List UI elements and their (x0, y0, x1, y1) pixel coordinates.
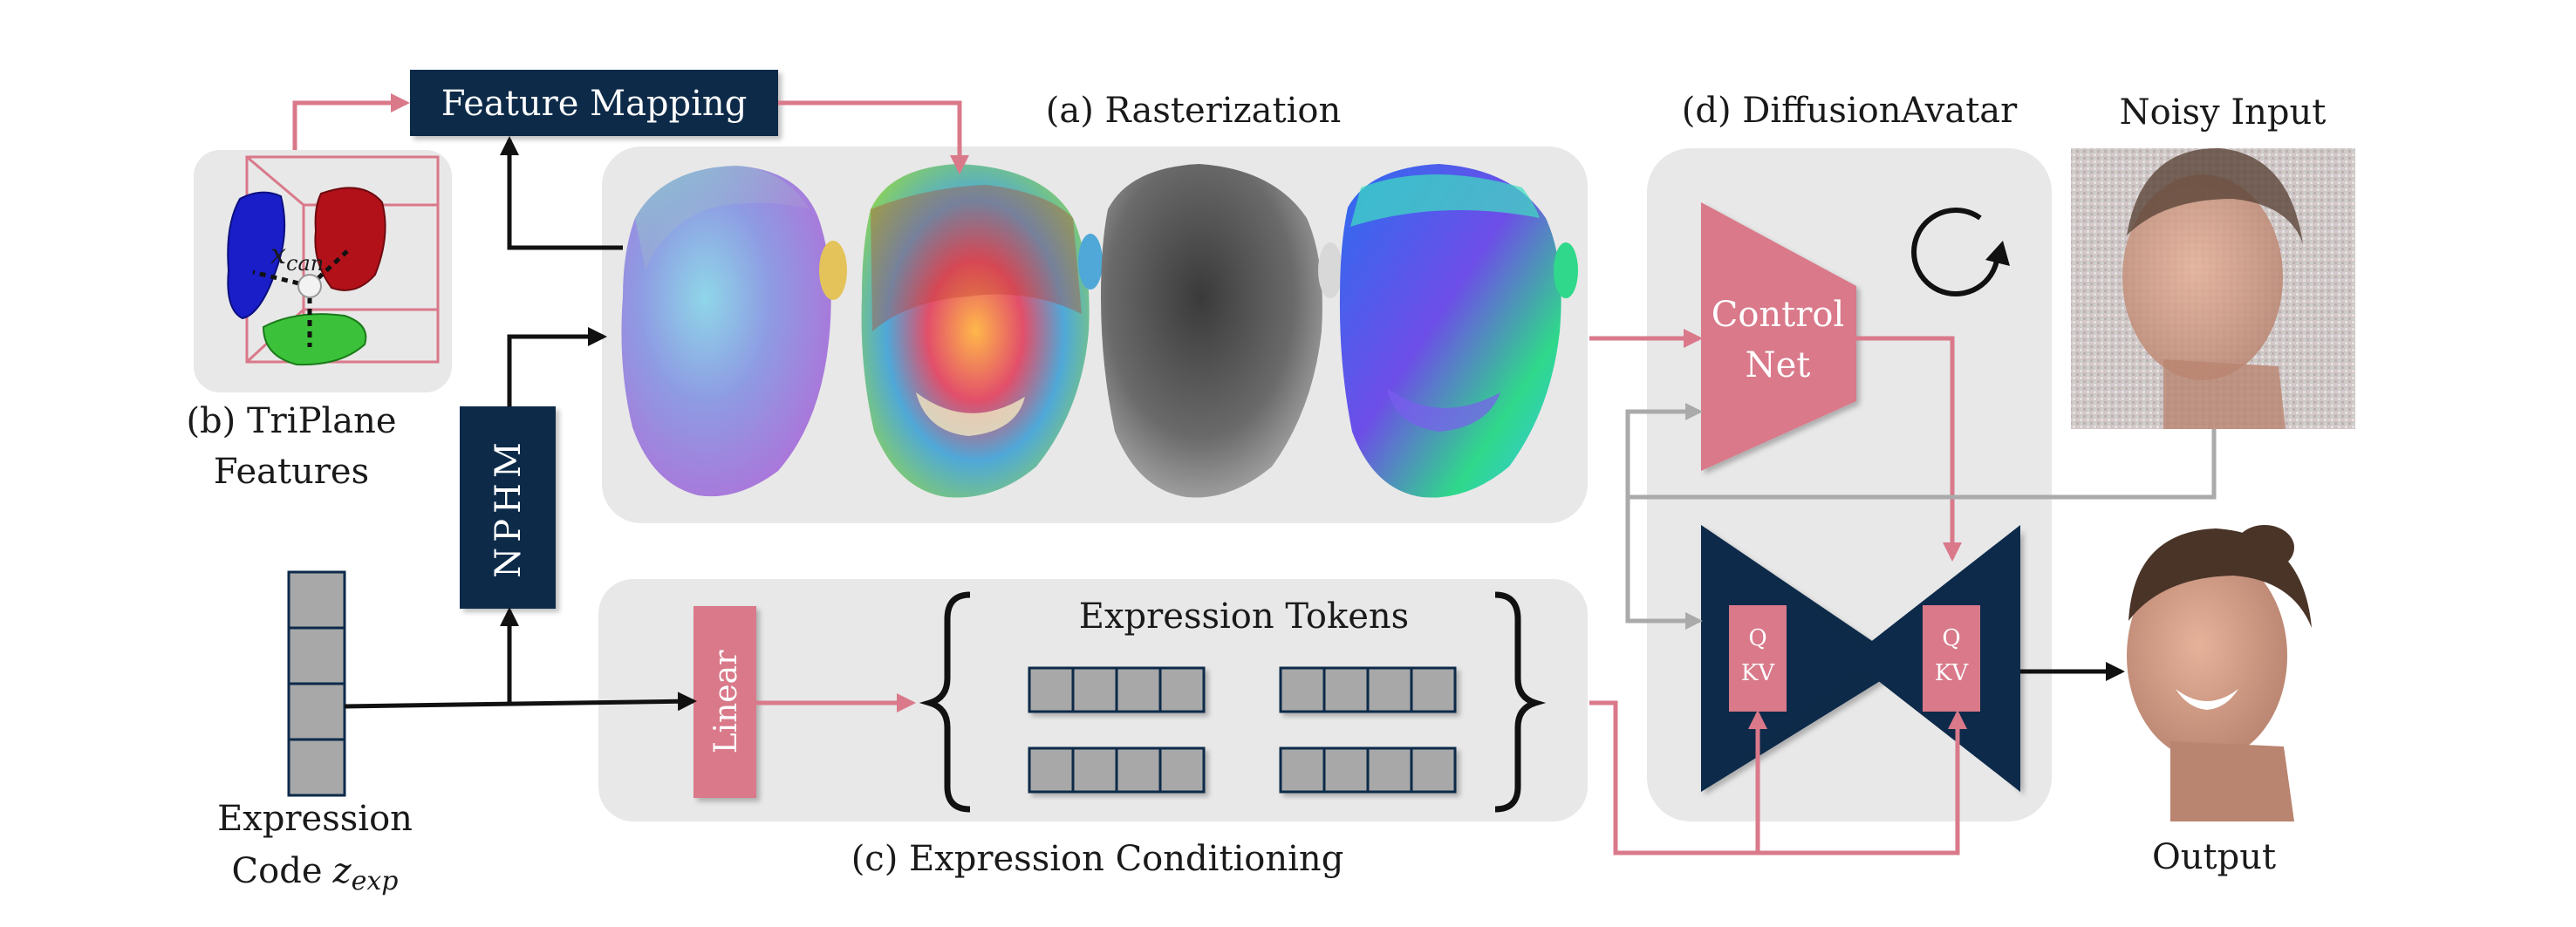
triplane-cube: xcan (227, 155, 440, 366)
attention-left-q: Q (1748, 625, 1766, 651)
connector-feature-mapping-to-render (778, 100, 969, 174)
connector-code-to-linear (344, 692, 697, 712)
connector-tokens-to-attention (1589, 700, 1967, 855)
attention-left-kv: KV (1741, 660, 1775, 686)
expression-token-2 (1279, 666, 1457, 713)
normal-map-render (1339, 164, 1578, 498)
expression-code-label-line1: Expression (217, 799, 413, 839)
expression-token-group (1028, 666, 1457, 794)
attention-right-kv: KV (1935, 660, 1969, 686)
expression-token-3 (1028, 746, 1206, 794)
depth-render (1101, 164, 1343, 498)
control-net-label-line1: Control (1712, 295, 1845, 335)
x-can-label: xcan (270, 237, 324, 276)
output-label: Output (2152, 837, 2276, 877)
cycle-arrow-icon (1911, 208, 2010, 297)
red-plane-feature (314, 187, 386, 291)
sample-point (297, 274, 322, 298)
triplane-label-line2: Features (214, 452, 369, 492)
connector-noisy-input-to-unet (1625, 497, 1703, 630)
noisy-input-title: Noisy Input (2120, 92, 2327, 133)
control-net-block (1701, 202, 1856, 471)
expression-conditioning-title: (c) Expression Conditioning (851, 839, 1344, 879)
expression-token-1 (1028, 666, 1206, 713)
nphm-label: NPHM (489, 437, 529, 578)
attention-right-q: Q (1942, 625, 1960, 651)
rasterization-panel (602, 147, 1588, 523)
right-brace (1494, 591, 1547, 813)
triplane-label-line1: (b) TriPlane (186, 401, 396, 441)
connector-noisy-input-to-networks (1625, 403, 2217, 500)
expression-token-4 (1279, 746, 1457, 794)
blue-plane-feature (227, 191, 286, 320)
nphm-box (460, 406, 556, 609)
expression-tokens-title: Expression Tokens (1079, 596, 1409, 637)
control-net-label-line2: Net (1746, 345, 1811, 385)
linear-box (694, 606, 756, 798)
feature-mapping-box (410, 70, 778, 136)
connector-triplane-to-feature-mapping (292, 93, 410, 150)
expression-code-vector (287, 570, 346, 797)
linear-label: Linear (708, 650, 744, 753)
output-image (2127, 525, 2312, 821)
attention-block-left (1729, 605, 1787, 712)
feature-mapping-label: Feature Mapping (441, 84, 748, 124)
left-brace (919, 591, 971, 813)
rasterization-title: (a) Rasterization (1046, 91, 1341, 131)
diffusion-avatar-title: (d) DiffusionAvatar (1682, 91, 2018, 131)
connector-nphm-to-render (507, 327, 607, 406)
green-plane-feature (262, 313, 367, 366)
connector-render-to-feature-mapping (500, 136, 623, 250)
noisy-input-image (2071, 147, 2355, 429)
neural-features-render (861, 164, 1103, 498)
attention-block-right (1923, 605, 1980, 712)
canonical-coordinates-render (621, 166, 847, 497)
connector-control-net-to-unet (1856, 336, 1962, 562)
